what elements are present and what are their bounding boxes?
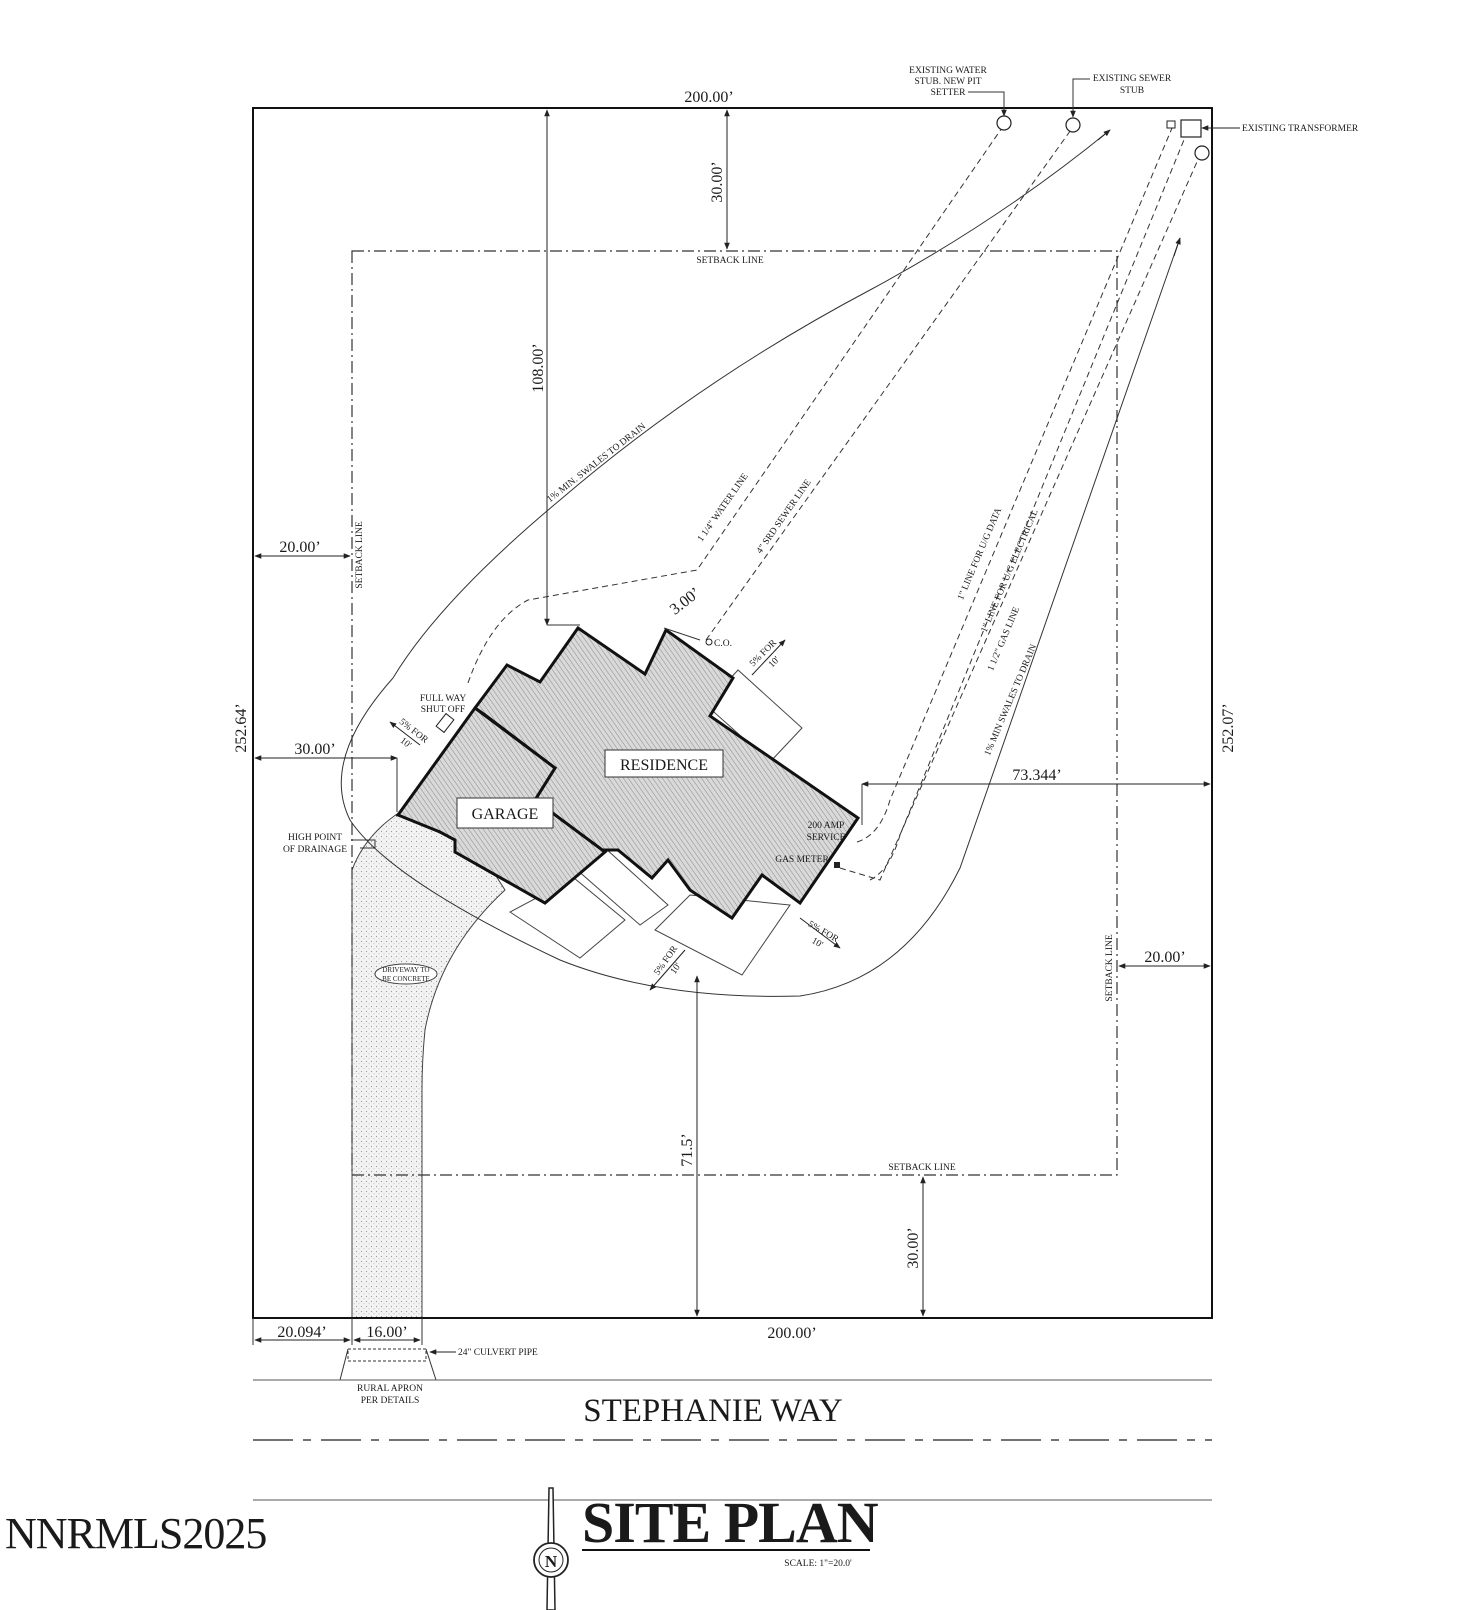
dim-bottom-width: 200.00’	[767, 1325, 816, 1342]
service-note-line1: 200 AMP	[808, 821, 845, 831]
water-line-note: 1 1/4" WATER LINE	[696, 472, 751, 544]
transformer-marker	[1180, 119, 1202, 138]
setback-label-left: SETBACK LINE	[355, 521, 365, 588]
driveway-note-line2: BE CONCRETE	[382, 975, 430, 983]
sewer-stub-note-line2: STUB	[1120, 86, 1144, 96]
full-way-shutoff-marker	[435, 712, 455, 734]
dim-rear-setback: 30.00’	[905, 1227, 922, 1268]
shutoff-note-line2: SHUT OFF	[421, 705, 465, 715]
water-stub-note-line2: STUB. NEW PIT	[914, 77, 981, 87]
gas-meter-marker	[834, 862, 840, 868]
north-label: N	[545, 1552, 558, 1571]
dim-left-setback: 20.00’	[279, 539, 320, 556]
drainage-swale	[340, 237, 1181, 997]
slope-d-line2: 10'	[810, 936, 825, 950]
water-line	[467, 124, 1005, 684]
north-arrow-icon: N	[533, 1487, 569, 1610]
setback-label-top: SETBACK LINE	[696, 256, 763, 266]
setback-line	[351, 250, 1118, 1176]
garage-label-box	[456, 797, 554, 829]
street-name: STEPHANIE WAY	[583, 1393, 842, 1429]
dim-bottom-left: 20.094’	[277, 1324, 326, 1341]
culvert-pipe	[347, 1348, 427, 1362]
high-point-note-line2: OF DRAINAGE	[283, 845, 347, 855]
apron-note-line1: RURAL APRON	[357, 1384, 423, 1394]
service-note-line2: SERVICE	[807, 833, 846, 843]
water-stub-note-line1: EXISTING WATER	[909, 66, 987, 76]
water-stub-note-line3: SETTER	[931, 88, 966, 98]
gas-line	[839, 154, 1201, 881]
residence-label: RESIDENCE	[620, 757, 708, 774]
data-line	[856, 127, 1173, 843]
sewer-line	[705, 126, 1074, 641]
dim-3: 3.00’	[667, 584, 704, 618]
culvert-note: 24" CULVERT PIPE	[458, 1348, 538, 1358]
dim-71: 71.5’	[679, 1133, 696, 1166]
garage-label: GARAGE	[472, 806, 539, 823]
cleanout-marker	[705, 638, 713, 646]
dim-driveway-width: 16.00’	[366, 1324, 407, 1341]
dim-108: 108.00’	[530, 343, 547, 392]
pedestal-marker	[1166, 120, 1176, 129]
residence-label-box	[604, 749, 724, 778]
drainage-swale-upper	[392, 129, 1111, 679]
dim-right-setback: 20.00’	[1144, 949, 1185, 966]
transformer-note: EXISTING TRANSFORMER	[1242, 124, 1359, 134]
shutoff-note-line1: FULL WAY	[420, 694, 467, 704]
setback-label-bottom: SETBACK LINE	[888, 1163, 955, 1173]
property-boundary	[252, 107, 1213, 1319]
dim-front-setback: 30.00’	[709, 161, 726, 202]
dim-left-depth: 252.64’	[233, 703, 250, 752]
swale-top-note: 1% MIN. SWALES TO DRAIN	[545, 422, 648, 505]
sewer-stub-marker	[1065, 117, 1081, 133]
rural-apron	[339, 1348, 437, 1381]
sewer-stub-note-line1: EXISTING SEWER	[1093, 74, 1172, 84]
dim-left-30: 30.00’	[294, 741, 335, 758]
high-point-note-line1: HIGH POINT	[288, 833, 342, 843]
cleanout-note: C.O.	[714, 639, 732, 649]
driveway-note-bubble	[374, 963, 438, 985]
water-stub-marker	[996, 115, 1012, 131]
dim-right-depth: 252.07’	[1220, 703, 1237, 752]
driveway-note-line1: DRIVEWAY TO	[382, 966, 429, 974]
slope-c-line2: 10'	[669, 961, 684, 976]
scale-note: SCALE: 1"=20.0'	[784, 1559, 852, 1569]
gas-stub-marker	[1194, 145, 1210, 161]
front-porch	[654, 894, 791, 976]
sewer-line-note: 4" SRD SEWER LINE	[755, 478, 814, 556]
gas-meter-note: GAS METER	[775, 855, 829, 865]
dim-top-width: 200.00’	[684, 89, 733, 106]
title: SITE PLAN	[582, 1490, 879, 1555]
driveway	[351, 811, 506, 1319]
setback-label-right: SETBACK LINE	[1105, 934, 1115, 1001]
apron-note-line2: PER DETAILS	[361, 1396, 420, 1406]
dim-73: 73.344’	[1012, 767, 1061, 784]
watermark: NNRMLS2025	[5, 1509, 266, 1558]
